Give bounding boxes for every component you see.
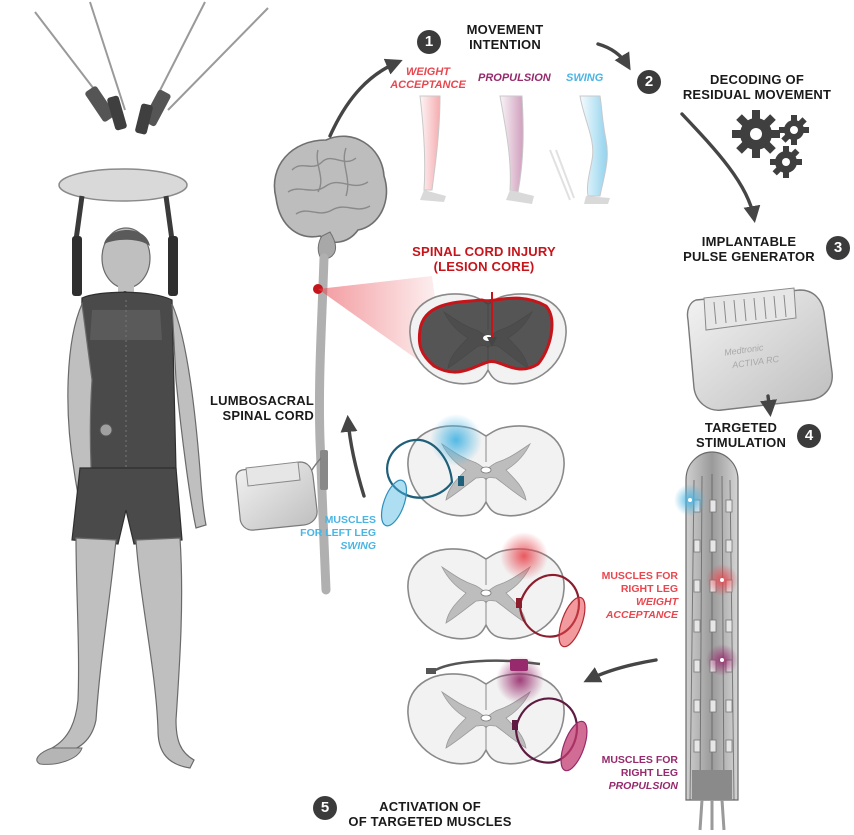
muscles-right-weight-phase: WEIGHT ACCEPTANCE xyxy=(584,596,678,622)
step-4-label: TARGETED STIMULATION xyxy=(686,420,796,450)
step-1-badge: 1 xyxy=(417,30,441,54)
gears-icon xyxy=(732,110,809,178)
phase-propulsion-label: PROPULSION xyxy=(478,72,551,85)
person-figure xyxy=(37,228,206,768)
cross-section-swing xyxy=(376,414,564,529)
lesion-cross-section xyxy=(410,294,566,384)
cross-section-weight-acceptance xyxy=(408,532,590,650)
muscles-right-propulsion-phase: PROPULSION xyxy=(584,780,678,793)
muscles-right-propulsion-text: MUSCLES FOR RIGHT LEG xyxy=(584,754,678,780)
lesion-label: SPINAL CORD INJURY (LESION CORE) xyxy=(384,244,584,274)
brain-icon xyxy=(274,136,386,260)
muscles-left-swing-phase: SWING xyxy=(296,540,376,553)
step-3-badge: 3 xyxy=(826,236,850,260)
step-2-badge: 2 xyxy=(637,70,661,94)
step-3-label: IMPLANTABLE PULSE GENERATOR xyxy=(664,234,834,264)
step-1-label: MOVEMENT INTENTION xyxy=(445,22,565,52)
phase-weight-acceptance-label: WEIGHT ACCEPTANCE xyxy=(388,66,468,92)
step-5-label: ACTIVATION OF OF TARGETED MUSCLES xyxy=(340,799,520,829)
lumbosacral-label: LUMBOSACRAL SPINAL CORD xyxy=(190,393,314,423)
step-4-badge: 4 xyxy=(797,424,821,448)
gait-legs-illustration xyxy=(420,96,610,204)
step-5-badge: 5 xyxy=(313,796,337,820)
support-harness-icon xyxy=(35,2,268,296)
electrode-array-icon xyxy=(674,452,738,830)
lumbosacral-electrode xyxy=(320,450,328,490)
cross-section-propulsion xyxy=(408,656,592,774)
step-2-label: DECODING OF RESIDUAL MOVEMENT xyxy=(664,72,850,102)
muscles-right-weight-text: MUSCLES FOR RIGHT LEG xyxy=(584,570,678,596)
phase-swing-label: SWING xyxy=(566,72,603,85)
muscles-left-swing-text: MUSCLES FOR LEFT LEG xyxy=(296,514,376,540)
